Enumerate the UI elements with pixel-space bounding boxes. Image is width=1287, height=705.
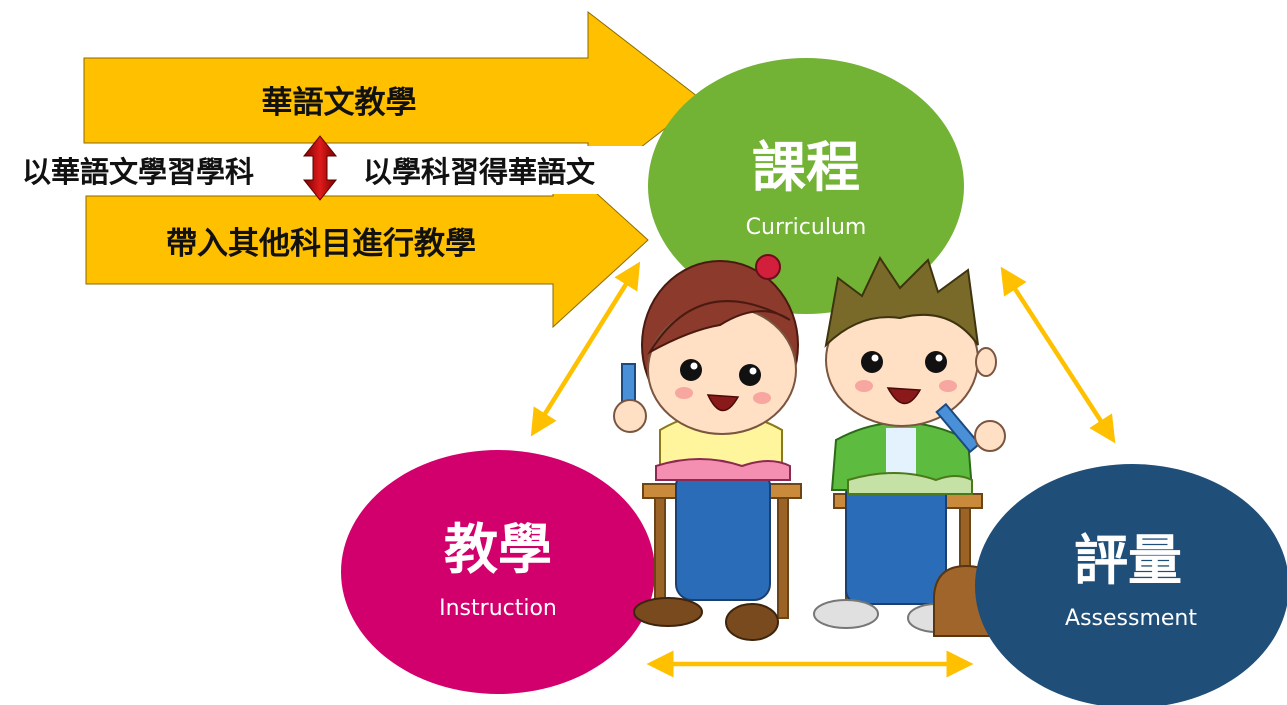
top-arrow-label: 華語文教學 — [262, 85, 417, 121]
double-arrow-icon — [302, 135, 338, 201]
connector-curriculum-assessment — [1000, 266, 1116, 444]
instruction-subtitle: Instruction — [439, 596, 557, 621]
assessment-circle: 評量 Assessment — [975, 464, 1287, 705]
girl-student — [613, 254, 799, 641]
instruction-title: 教學 — [444, 518, 552, 581]
students-at-desks-illustration — [613, 254, 1006, 641]
curriculum-circle: 課程 Curriculum — [648, 58, 964, 314]
connector-arrows — [530, 261, 1116, 678]
bottom-arrow-label: 帶入其他科目進行教學 — [166, 226, 476, 262]
assessment-title: 評量 — [1074, 529, 1182, 592]
curriculum-subtitle: Curriculum — [746, 215, 867, 240]
right-caption: 以學科習得華語文 — [363, 155, 596, 189]
connector-instruction-curriculum — [530, 261, 641, 437]
bottom-banner-arrow: 帶入其他科目進行教學 — [85, 152, 649, 329]
top-banner-arrow: 華語文教學 — [83, 10, 703, 190]
assessment-subtitle: Assessment — [1065, 606, 1197, 631]
left-caption: 以華語文學習學科 — [22, 155, 254, 189]
boy-student — [813, 255, 1006, 633]
instruction-circle: 教學 Instruction — [341, 450, 655, 694]
curriculum-title: 課程 — [752, 136, 860, 199]
